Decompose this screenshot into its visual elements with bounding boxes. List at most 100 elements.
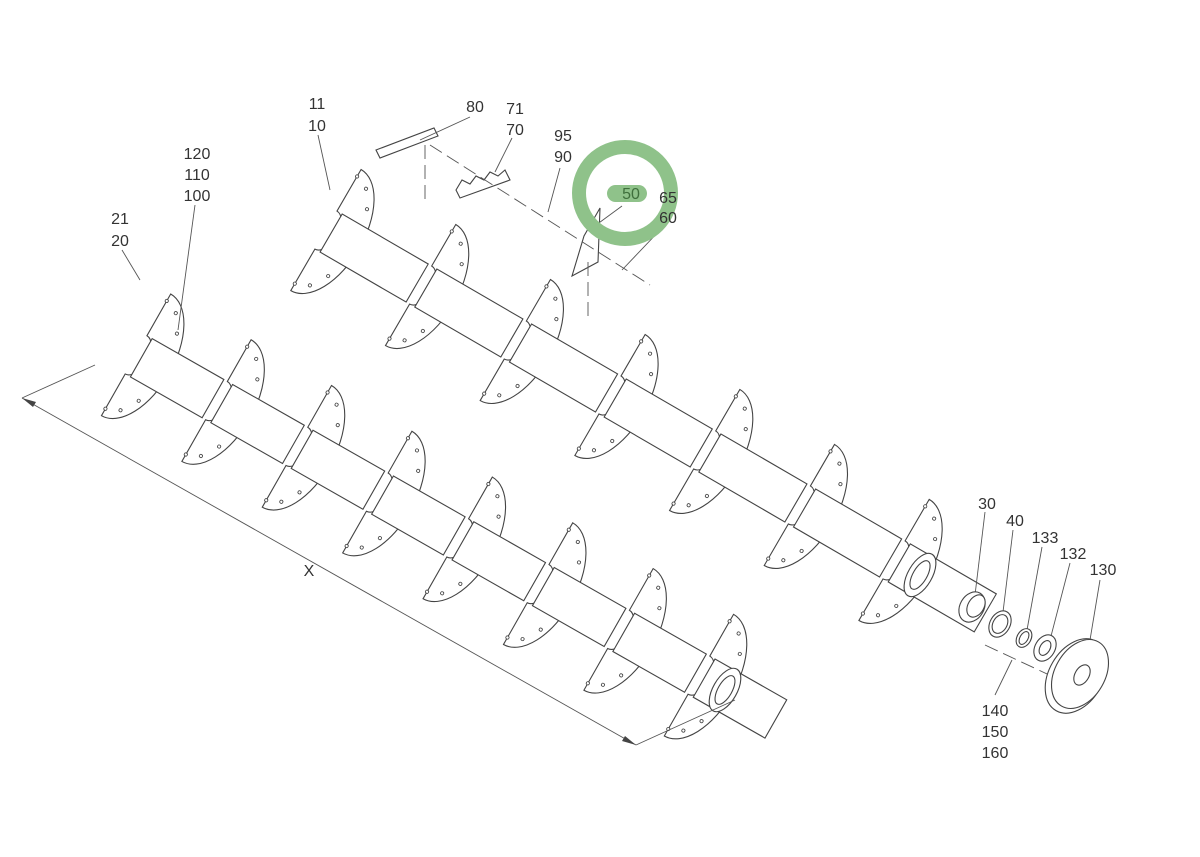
callout-70: 70 bbox=[506, 122, 524, 139]
bolt-hole bbox=[335, 423, 340, 428]
auger-tube bbox=[603, 378, 714, 468]
auger-end-bore bbox=[909, 560, 931, 590]
bolt-hole bbox=[458, 241, 463, 246]
bolt-hole bbox=[520, 637, 525, 642]
bolt-hole bbox=[255, 377, 260, 382]
auger-tube bbox=[698, 433, 808, 523]
bolt-hole bbox=[364, 207, 369, 212]
bolt-hole bbox=[377, 536, 382, 541]
auger-tube bbox=[531, 566, 627, 648]
callout-130: 130 bbox=[1090, 562, 1117, 579]
lower-auger bbox=[100, 293, 788, 740]
bolt-hole bbox=[292, 281, 297, 286]
callout-140: 140 bbox=[982, 703, 1009, 720]
bolt-hole bbox=[639, 339, 644, 344]
bolt-hole bbox=[173, 311, 178, 316]
bolt-hole bbox=[566, 527, 571, 532]
bolt-hole bbox=[876, 613, 881, 618]
bolt-hole bbox=[458, 581, 463, 586]
auger-tube bbox=[290, 429, 386, 511]
callout-10: 10 bbox=[308, 118, 326, 135]
bolt-hole bbox=[585, 681, 590, 686]
dimension-x-label: X bbox=[304, 563, 315, 580]
bolt-hole bbox=[538, 627, 543, 632]
auger-tube bbox=[210, 383, 306, 465]
washer-132 bbox=[1033, 634, 1057, 662]
bolt-hole bbox=[387, 336, 392, 341]
bolt-hole bbox=[297, 490, 302, 495]
bolt-hole bbox=[648, 351, 653, 356]
bolt-hole bbox=[828, 449, 833, 454]
bolt-hole bbox=[733, 394, 738, 399]
bolt-hole bbox=[363, 186, 368, 191]
callout-65: 65 bbox=[659, 190, 677, 207]
callout-95: 95 bbox=[554, 128, 572, 145]
callout-60: 60 bbox=[659, 210, 677, 227]
bolt-hole bbox=[838, 482, 843, 487]
bolt-hole bbox=[420, 329, 425, 334]
callout-30: 30 bbox=[978, 496, 996, 513]
callout-90: 90 bbox=[554, 149, 572, 166]
callout-50[interactable]: 50 bbox=[622, 186, 640, 203]
bolt-hole bbox=[743, 427, 748, 432]
bolt-hole bbox=[923, 504, 928, 509]
callout-120: 120 bbox=[184, 146, 211, 163]
bolt-hole bbox=[932, 516, 937, 521]
bolt-hole bbox=[198, 454, 203, 459]
bolt-hole bbox=[894, 603, 899, 608]
bolt-hole bbox=[164, 298, 169, 303]
bolt-hole bbox=[449, 229, 454, 234]
callout-80: 80 bbox=[466, 99, 484, 116]
bolt-hole bbox=[416, 468, 421, 473]
callout-71: 71 bbox=[506, 101, 524, 118]
bolt-hole bbox=[699, 719, 704, 724]
bolt-hole bbox=[402, 338, 407, 343]
auger-tube bbox=[319, 213, 429, 303]
auger-tube bbox=[692, 658, 788, 739]
upper-auger bbox=[290, 168, 998, 633]
callout-21: 21 bbox=[111, 211, 129, 228]
bolt-hole bbox=[505, 635, 510, 640]
serrated-knife-70 bbox=[455, 169, 511, 199]
bolt-hole bbox=[264, 498, 269, 503]
flange-130 bbox=[1044, 638, 1110, 714]
bolt-hole bbox=[736, 631, 741, 636]
bolt-hole bbox=[799, 548, 804, 553]
bolt-hole bbox=[671, 501, 676, 506]
bolt-hole bbox=[459, 262, 464, 267]
bolt-hole bbox=[837, 461, 842, 466]
highlight-marker bbox=[572, 140, 678, 246]
auger-tube bbox=[370, 475, 466, 556]
bolt-hole bbox=[657, 606, 662, 611]
auger-end-bore bbox=[714, 675, 736, 705]
bolt-hole bbox=[600, 682, 605, 687]
auger-tube bbox=[612, 612, 708, 694]
bolt-hole bbox=[686, 503, 691, 508]
bolt-hole bbox=[576, 560, 581, 565]
bolt-hole bbox=[279, 499, 284, 504]
ring-133 bbox=[1015, 628, 1033, 648]
callout-40: 40 bbox=[1006, 513, 1024, 530]
bolt-hole bbox=[742, 406, 747, 411]
bolt-hole bbox=[355, 174, 360, 179]
bolt-hole bbox=[183, 452, 188, 457]
auger-tube bbox=[414, 268, 524, 358]
bolt-hole bbox=[553, 296, 558, 301]
bolt-hole bbox=[554, 317, 559, 322]
bolt-hole bbox=[405, 436, 410, 441]
bolt-hole bbox=[217, 444, 222, 449]
bolt-hole bbox=[118, 408, 123, 413]
callout-160: 160 bbox=[982, 745, 1009, 762]
bolt-hole bbox=[486, 481, 491, 486]
bolt-hole bbox=[334, 402, 339, 407]
callout-20: 20 bbox=[111, 233, 129, 250]
callout-11: 11 bbox=[309, 96, 326, 113]
auger-drawing bbox=[100, 168, 998, 740]
bolt-hole bbox=[619, 673, 624, 678]
bolt-hole bbox=[544, 284, 549, 289]
bolt-hole bbox=[495, 494, 500, 499]
bolt-hole bbox=[647, 573, 652, 578]
bolt-hole bbox=[497, 393, 502, 398]
